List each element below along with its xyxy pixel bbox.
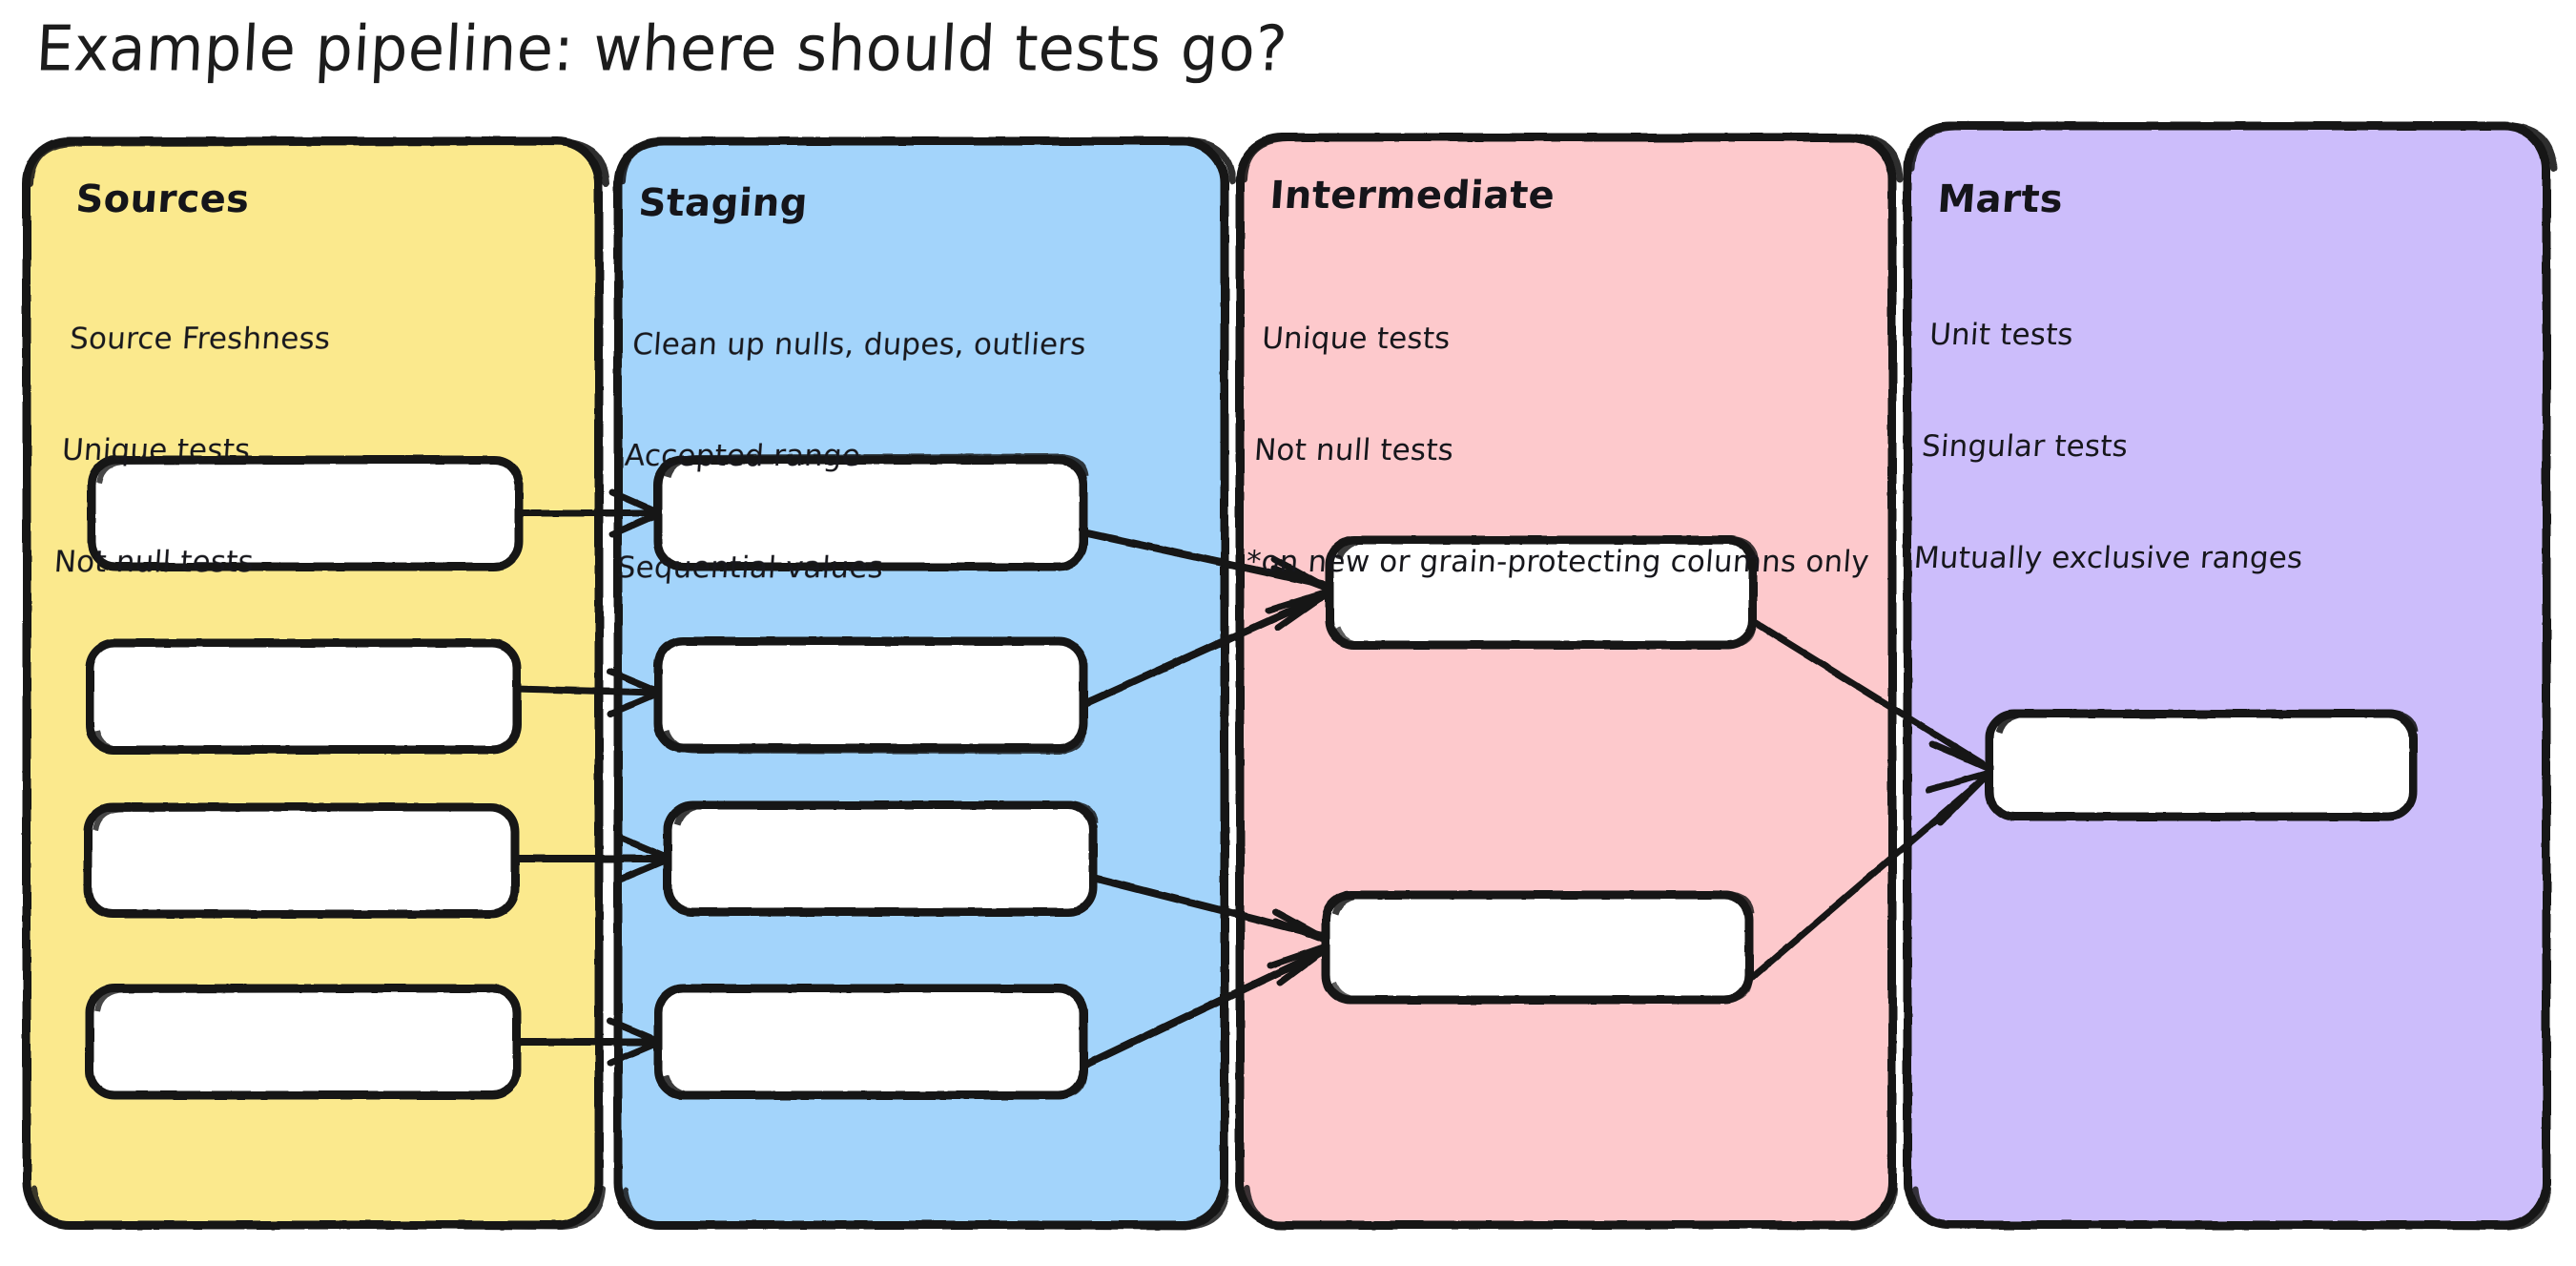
- edge-int2-mart1: [1749, 777, 1986, 981]
- lane-note: Unit tests: [1927, 318, 2075, 352]
- lane-note: Mutually exclusive ranges: [1912, 541, 2304, 575]
- node-mart-1[interactable]: [1985, 709, 2419, 821]
- edge-stg2-int1: [1076, 592, 1328, 710]
- lane-notes-intermediate: Unique tests Not null tests *on new or g…: [1240, 246, 1891, 655]
- lane-notes-sources: Source Freshness Unique tests Not null t…: [48, 246, 337, 655]
- lane-note: Not null tests: [1252, 433, 1455, 467]
- lane-note: Sequential values: [615, 550, 885, 585]
- node-stg-3[interactable]: [663, 800, 1099, 917]
- lane-note: *on new or grain-protecting columns only: [1245, 545, 1871, 579]
- lane-note: Singular tests: [1920, 429, 2130, 464]
- lane-header-sources: Sources: [74, 177, 252, 221]
- lane-note: Clean up nulls, dupes, outliers: [630, 327, 1087, 362]
- lane-note: Unique tests: [60, 433, 252, 467]
- node-stg-1[interactable]: [653, 453, 1089, 571]
- node-stg-4[interactable]: [653, 984, 1088, 1100]
- node-src-4[interactable]: [85, 984, 522, 1100]
- lane-note: Unique tests: [1260, 322, 1452, 356]
- lane-notes-staging: Clean up nulls, dupes, outliers Accepted…: [610, 252, 1092, 661]
- node-src-2[interactable]: [85, 638, 522, 755]
- node-int-2[interactable]: [1321, 890, 1755, 1005]
- lane-note: Accepted range: [623, 439, 862, 473]
- lane-header-intermediate: Intermediate: [1268, 174, 1556, 218]
- lane-marts[interactable]: [1903, 121, 2558, 1231]
- lane-note: Source Freshness: [68, 322, 332, 356]
- node-src-3[interactable]: [83, 802, 520, 919]
- lane-header-marts: Marts: [1936, 177, 2065, 221]
- lane-notes-marts: Unit tests Singular tests Mutually exclu…: [1907, 242, 2325, 652]
- edge-stg4-int2: [1078, 946, 1329, 1070]
- lane-note: Not null tests: [52, 545, 256, 579]
- lane-header-staging: Staging: [637, 181, 810, 225]
- node-src-1[interactable]: [87, 455, 524, 571]
- node-stg-2[interactable]: [653, 636, 1088, 755]
- node-int-1[interactable]: [1325, 535, 1759, 650]
- edge-stg1-int1: [1080, 529, 1328, 589]
